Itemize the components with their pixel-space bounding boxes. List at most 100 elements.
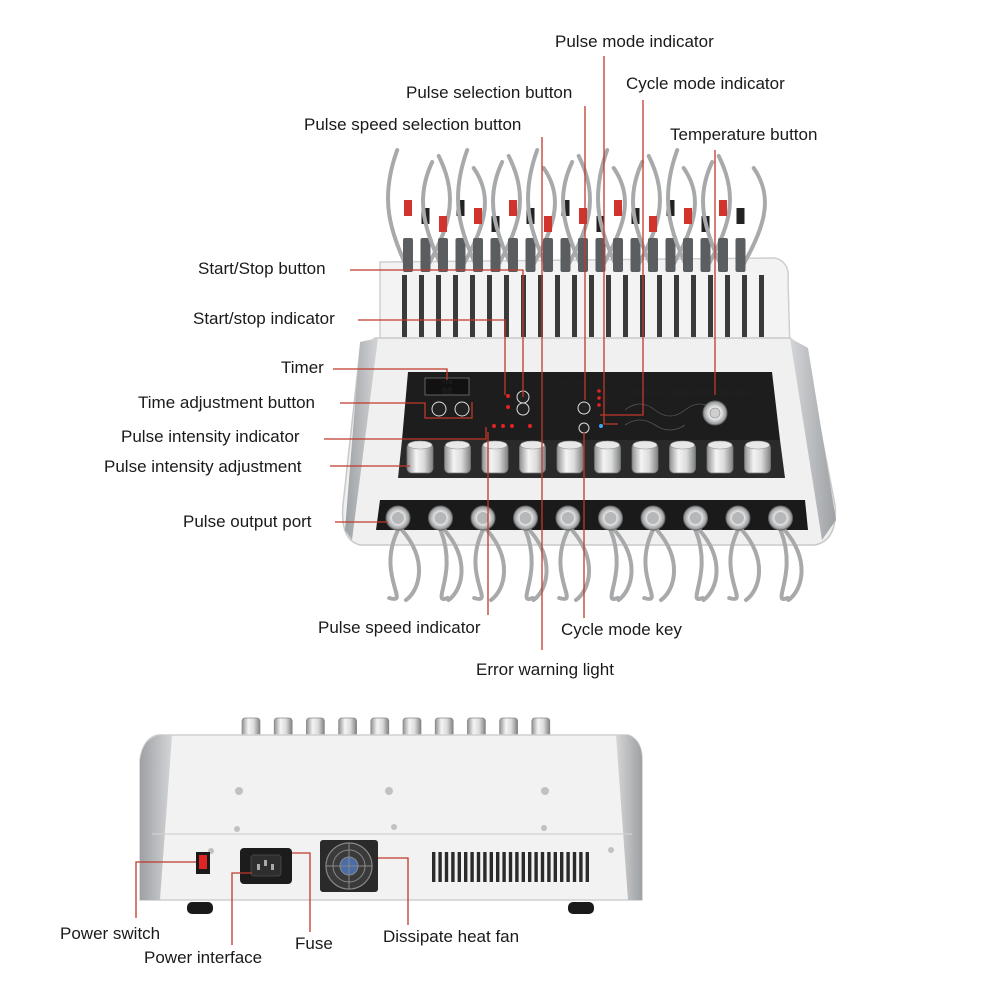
- start-stop-led-on: [506, 394, 510, 398]
- intensity-knob-top: [520, 440, 545, 450]
- label-cycle-mode-indicator: Cycle mode indicator: [626, 74, 785, 93]
- lead-clip: [630, 238, 641, 272]
- vent-slot: [540, 852, 545, 882]
- lead-connector: [719, 200, 727, 216]
- screw: [235, 787, 243, 795]
- output-cable: [782, 528, 804, 602]
- intensity-knob-top: [745, 440, 770, 450]
- pulse-speed-button[interactable]: [516, 402, 530, 416]
- vent-slot: [444, 852, 449, 882]
- rack-slot: [742, 275, 747, 337]
- lead-clip: [525, 238, 536, 272]
- lead-cable: [458, 166, 488, 272]
- vent-slot: [438, 852, 442, 882]
- lead-cable: [598, 166, 628, 272]
- vent-slot: [566, 852, 570, 882]
- output-port-plug: [562, 512, 574, 524]
- output-cable: [740, 528, 761, 602]
- time-down-button[interactable]: [454, 401, 470, 417]
- rack-slot: [657, 275, 662, 337]
- rack-slot: [487, 275, 492, 337]
- vent-slot: [451, 852, 455, 882]
- vent-slot: [489, 852, 493, 882]
- rack-slot: [606, 275, 611, 337]
- label-timer: Timer: [281, 358, 324, 377]
- rear-knob: [499, 717, 518, 738]
- lead-connector: [439, 216, 447, 232]
- output-cable: [727, 528, 740, 601]
- time-up-button[interactable]: [431, 401, 447, 417]
- output-cable: [697, 528, 719, 602]
- pulse-selection-button[interactable]: [577, 401, 591, 415]
- intensity-knob-top: [670, 440, 695, 450]
- on-label: ON: [493, 394, 500, 399]
- label-pulse-mode-indicator: Pulse mode indicator: [555, 32, 714, 51]
- label-dissipate-heat-fan: Dissipate heat fan: [383, 927, 520, 946]
- vent-slot: [508, 852, 513, 882]
- output-cable: [557, 528, 570, 601]
- rear-knob: [273, 717, 293, 738]
- output-port-plug: [519, 512, 532, 524]
- lead-cable: [560, 160, 585, 272]
- intensity-knob-top: [557, 440, 583, 450]
- output-cable: [570, 528, 591, 602]
- pulse-mode-led-1: [597, 389, 601, 393]
- power-label: POWER: [515, 386, 533, 391]
- lead-clip: [718, 238, 728, 272]
- error-warning-led: [528, 424, 532, 428]
- screw: [385, 787, 393, 795]
- rear-knob: [402, 717, 422, 738]
- vent-slot: [528, 852, 532, 882]
- inlet-pin: [271, 864, 274, 870]
- rack-slot: [555, 275, 560, 337]
- rear-knob: [306, 717, 325, 738]
- cycle-label-f3: F3: [604, 403, 609, 408]
- lead-clip: [403, 238, 413, 272]
- output-cable: [400, 528, 421, 602]
- lead-connector: [614, 200, 622, 216]
- output-port-plug: [732, 512, 744, 524]
- lead-connector: [579, 208, 587, 224]
- label-pulse-speed-selection-button: Pulse speed selection button: [304, 115, 522, 134]
- label-pulse-speed-indicator: Pulse speed indicator: [318, 618, 481, 637]
- label-cycle-mode-key: Cycle mode key: [561, 620, 682, 639]
- cycle-mode-key[interactable]: [578, 422, 590, 434]
- panel-title: Electronic Stimulation Instrument: [630, 387, 755, 397]
- vent-slot: [585, 852, 589, 882]
- time-label: TIME: [441, 380, 454, 386]
- lead-connector: [666, 200, 675, 216]
- control-panel: [402, 372, 780, 440]
- lead-clip: [473, 238, 483, 272]
- intensity-knob-top: [632, 440, 658, 450]
- label-error-warning-light: Error warning light: [476, 660, 614, 679]
- foot: [568, 902, 594, 914]
- output-port-plug: [689, 512, 702, 524]
- lead-cable: [668, 166, 698, 272]
- rack-slot: [589, 275, 594, 337]
- lead-cable: [528, 166, 558, 272]
- intensity-knobs: [406, 440, 771, 474]
- output-cable: [523, 528, 535, 601]
- label-start-stop-indicator: Start/stop indicator: [193, 309, 335, 328]
- output-port-plug: [604, 512, 617, 524]
- label-pulse-intensity-indicator: Pulse intensity indicator: [121, 427, 300, 446]
- rack-slot: [504, 275, 509, 337]
- rack-slot: [402, 275, 407, 337]
- leader-dissipate-heat-fan: [378, 857, 409, 925]
- output-cable: [438, 528, 450, 601]
- leader-pulse-intensity-indicator: [324, 427, 487, 440]
- vent-slot: [521, 852, 525, 882]
- label-pulse-intensity-adjustment: Pulse intensity adjustment: [104, 457, 302, 476]
- vent-slot: [534, 852, 538, 882]
- label-time-adjustment-button: Time adjustment button: [138, 393, 316, 412]
- label-power-switch: Power switch: [60, 924, 161, 943]
- lead-connector: [544, 216, 552, 232]
- label-power-interface: Power interface: [144, 948, 263, 967]
- lead-connector: [509, 200, 517, 216]
- inlet-pin: [257, 864, 260, 870]
- output-cable: [472, 528, 485, 601]
- lead-clip: [578, 238, 588, 272]
- vent-slot: [483, 852, 487, 882]
